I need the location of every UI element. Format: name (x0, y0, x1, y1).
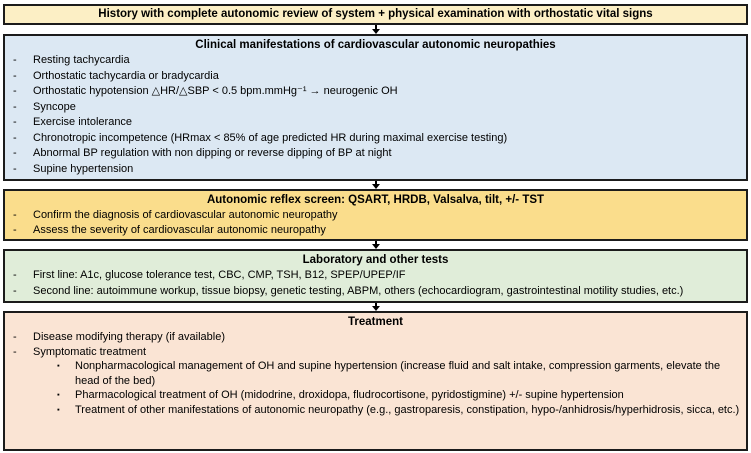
dash-bullet: - (13, 116, 17, 128)
list-item: - Syncope (5, 100, 746, 116)
box-treatment: Treatment - Disease modifying therapy (i… (3, 311, 748, 451)
list-item-text: Abnormal BP regulation with non dipping … (33, 147, 392, 159)
list-item-text: First line: A1c, glucose tolerance test,… (33, 269, 406, 281)
list-item-text: Syncope (33, 100, 76, 113)
dash-bullet: - (13, 209, 17, 221)
list-item: - Exercise intolerance (5, 115, 746, 131)
dash-bullet: - (13, 100, 17, 113)
arrow-stem (374, 241, 377, 244)
dash-bullet: - (13, 85, 17, 97)
down-arrow (3, 181, 748, 189)
list-item: - Orthostatic hypotension △HR/△SBP < 0.5… (5, 84, 746, 100)
list-item-text: Symptomatic treatment (33, 345, 147, 358)
box-laboratory-tests: Laboratory and other tests - First line:… (3, 249, 748, 303)
dash-bullet: - (13, 54, 17, 66)
list-item: - Disease modifying therapy (if availabl… (5, 330, 746, 345)
dash-bullet: - (13, 131, 17, 144)
list-item-text: Assess the severity of cardiovascular au… (33, 223, 326, 236)
arrow-stem (374, 303, 377, 306)
list-item: - Confirm the diagnosis of cardiovascula… (5, 208, 746, 223)
dash-bullet: - (13, 269, 17, 281)
list-item: - Assess the severity of cardiovascular … (5, 223, 746, 238)
list-item: - Symptomatic treatment (5, 345, 746, 360)
list-item: - Chronotropic incompetence (HRmax < 85%… (5, 131, 746, 147)
list-item-text: Chronotropic incompetence (HRmax < 85% o… (33, 131, 508, 144)
dash-bullet: - (13, 345, 17, 358)
list-item: - Resting tachycardia (5, 53, 746, 69)
box-title: Clinical manifestations of cardiovascula… (195, 39, 556, 51)
dash-bullet: - (13, 69, 17, 82)
list-item-text: Confirm the diagnosis of cardiovascular … (33, 209, 338, 221)
arrow-stem (374, 25, 377, 29)
square-bullet: ▪ (57, 390, 60, 399)
list-subitem: ▪ Treatment of other manifestations of a… (5, 403, 746, 418)
dash-bullet: - (13, 147, 17, 159)
list-item: - Orthostatic tachycardia or bradycardia (5, 69, 746, 85)
arrow-head-icon (371, 306, 380, 311)
arrow-head-icon (371, 29, 380, 34)
list-item-text: Nonpharmacological management of OH and … (75, 360, 721, 387)
list-item-text: Second line: autoimmune workup, tissue b… (33, 284, 684, 297)
dash-bullet: - (13, 223, 17, 236)
arrow-stem (374, 181, 377, 184)
box-title: Laboratory and other tests (302, 254, 449, 266)
box-clinical-manifestations: Clinical manifestations of cardiovascula… (3, 34, 748, 181)
list-item-text: Exercise intolerance (33, 116, 133, 128)
list-item-text: Resting tachycardia (33, 54, 130, 66)
dash-bullet: - (13, 162, 17, 175)
list-item: - First line: A1c, glucose tolerance tes… (5, 268, 746, 284)
list-item-text: Supine hypertension (33, 162, 134, 175)
box-autonomic-reflex-screen: Autonomic reflex screen: QSART, HRDB, Va… (3, 189, 748, 241)
down-arrow (3, 25, 748, 34)
list-item-text: Orthostatic tachycardia or bradycardia (33, 69, 219, 82)
arrow-head-icon (371, 184, 380, 189)
box-title: Treatment (348, 316, 403, 328)
dash-bullet: - (13, 284, 17, 297)
list-item-text: Orthostatic hypotension △HR/△SBP < 0.5 b… (33, 85, 398, 97)
list-subitem: ▪ Pharmacological treatment of OH (midod… (5, 388, 746, 403)
box-title: History with complete autonomic review o… (98, 8, 653, 20)
list-subitem: ▪ Nonpharmacological management of OH an… (5, 359, 746, 388)
list-item-text: Treatment of other manifestations of aut… (75, 403, 740, 416)
list-item-text: Disease modifying therapy (if available) (33, 331, 225, 343)
down-arrow (3, 303, 748, 311)
list-item: - Second line: autoimmune workup, tissue… (5, 284, 746, 300)
dash-bullet: - (13, 331, 17, 343)
list-item-text: Pharmacological treatment of OH (midodri… (75, 389, 624, 401)
list-item: - Abnormal BP regulation with non dippin… (5, 146, 746, 162)
square-bullet: ▪ (57, 361, 60, 370)
arrow-head-icon (371, 244, 380, 249)
box-history: History with complete autonomic review o… (3, 4, 748, 25)
square-bullet: ▪ (57, 404, 60, 414)
list-item: - Supine hypertension (5, 162, 746, 178)
box-title: Autonomic reflex screen: QSART, HRDB, Va… (206, 194, 545, 206)
down-arrow (3, 241, 748, 249)
